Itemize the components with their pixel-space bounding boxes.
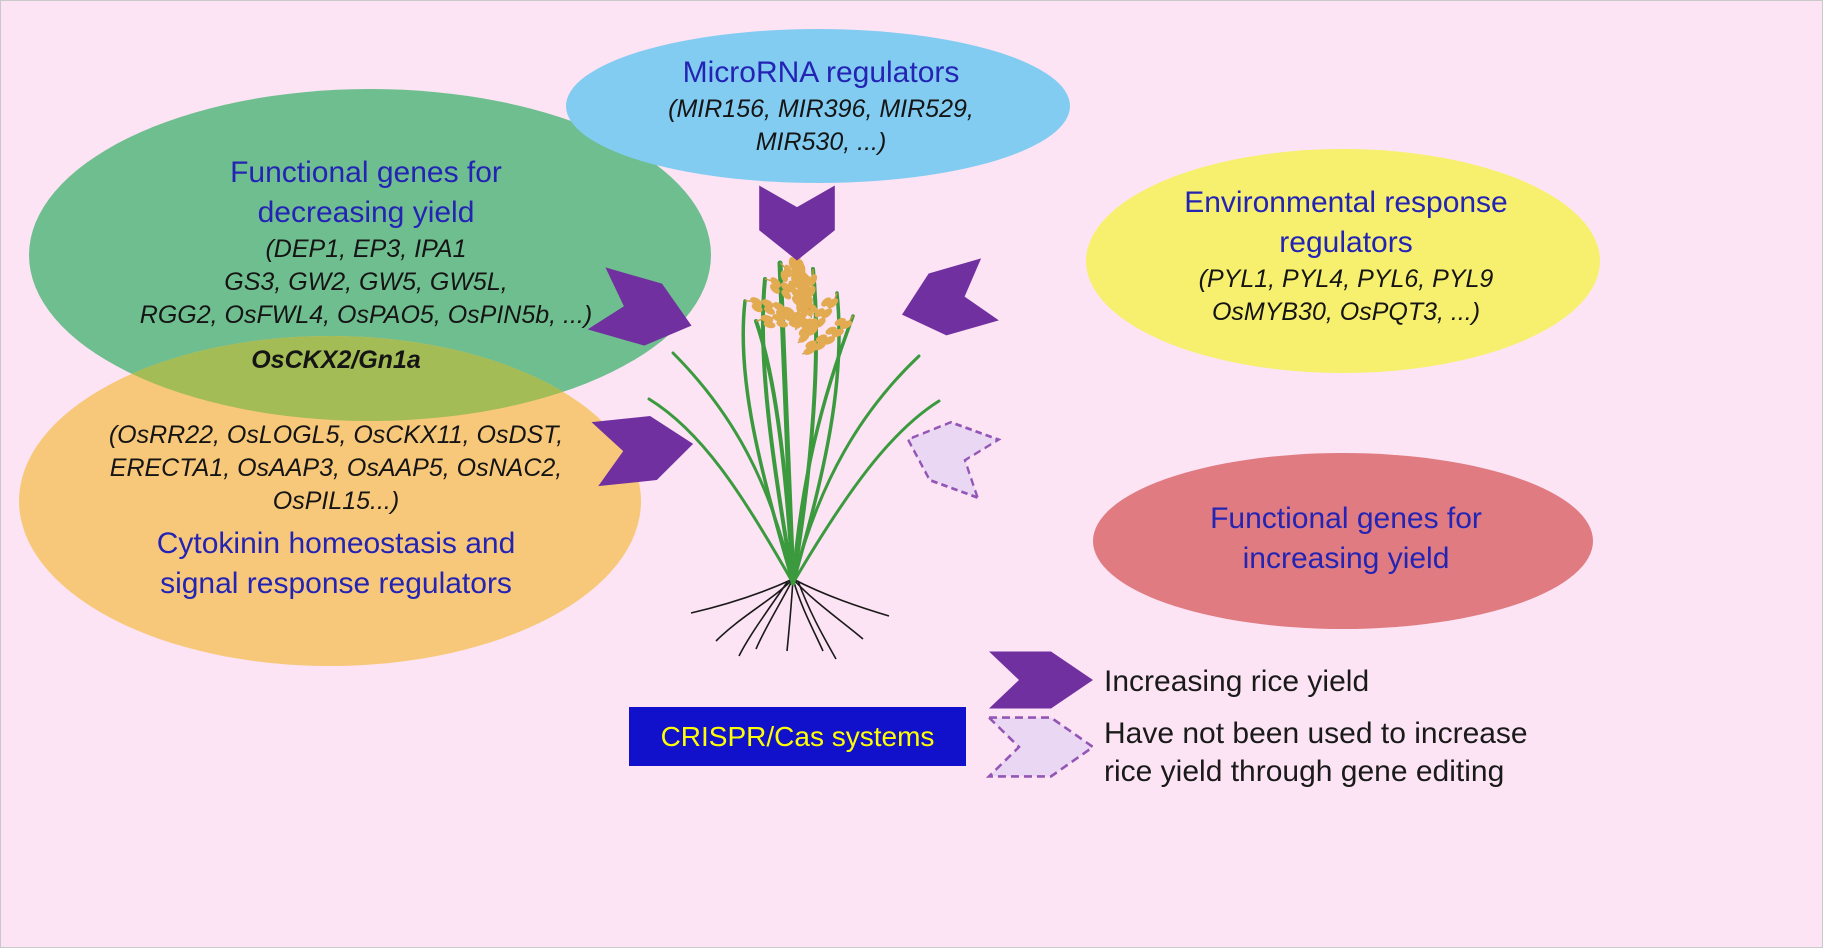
- legend-dashed-arrow-icon: [987, 716, 1095, 778]
- bubble-environmental-text: Environmental response regulators (PYL1,…: [1096, 183, 1596, 329]
- bubble-microrna-text: MicroRNA regulators (MIR156, MIR396, MIR…: [591, 53, 1051, 159]
- crispr-cas-systems-box: CRISPR/Cas systems: [629, 707, 966, 766]
- legend-dashed-text: Have not been used to increase: [1104, 717, 1528, 750]
- microrna-title: MicroRNA regulators: [682, 56, 960, 89]
- cytokinin-genes: OsPIL15...): [272, 487, 400, 515]
- arrow-increasing-dashed: [896, 409, 1000, 499]
- increasing-title: Functional genes for: [1210, 502, 1482, 535]
- microrna-genes: MIR530, ...): [755, 128, 887, 156]
- red-ellipse: [1093, 453, 1593, 629]
- bubble-cytokinin-text: (OsRR22, OsLOGL5, OsCKX11, OsDST, ERECTA…: [36, 419, 636, 604]
- cytokinin-genes: ERECTA1, OsAAP3, OsAAP5, OsNAC2,: [109, 454, 563, 482]
- crispr-label: CRISPR/Cas systems: [660, 720, 935, 752]
- bubble-decreasing-text: Functional genes for decreasing yield (D…: [41, 153, 691, 332]
- microrna-genes: (MIR156, MIR396, MIR529,: [668, 95, 974, 123]
- environmental-genes: (PYL1, PYL4, PYL6, PYL9: [1198, 265, 1494, 293]
- yellow-ellipse: [1086, 149, 1600, 373]
- increasing-title: increasing yield: [1242, 542, 1450, 575]
- decreasing-title: Functional genes for: [230, 156, 502, 189]
- decreasing-genes: (DEP1, EP3, IPA1: [265, 235, 467, 263]
- cytokinin-genes: (OsRR22, OsLOGL5, OsCKX11, OsDST,: [108, 421, 564, 449]
- legend-solid-arrow-icon: [989, 651, 1093, 709]
- environmental-genes: OsMYB30, OsPQT3, ...): [1211, 298, 1481, 326]
- environmental-title: Environmental response: [1184, 186, 1508, 219]
- bubble-increasing-text: Functional genes for increasing yield: [1106, 499, 1586, 579]
- blue-ellipse: [566, 29, 1070, 183]
- cytokinin-title: signal response regulators: [160, 567, 512, 600]
- cytokinin-title: Cytokinin homeostasis and: [156, 527, 516, 560]
- green-ellipse: [29, 89, 711, 421]
- arrow-microrna-to-plant: [759, 185, 835, 261]
- rice-plant-illustration: [647, 246, 941, 660]
- arrow-environmental-to-plant: [893, 258, 999, 346]
- decreasing-title: decreasing yield: [257, 196, 475, 229]
- legend-solid-text: Increasing rice yield: [1104, 665, 1370, 698]
- overlap-gene: OsCKX2/Gn1a: [251, 346, 421, 374]
- decreasing-genes: GS3, GW2, GW5, GW5L,: [224, 268, 508, 296]
- overlap-label: OsCKX2/Gn1a: [116, 346, 556, 375]
- orange-ellipse: [19, 336, 641, 666]
- legend-dashed-label: Have not been used to increase rice yiel…: [1104, 715, 1528, 791]
- decreasing-genes: RGG2, OsFWL4, OsPAO5, OsPIN5b, ...): [139, 301, 593, 329]
- legend-dashed-text: rice yield through gene editing: [1104, 755, 1505, 788]
- environmental-title: regulators: [1279, 226, 1413, 259]
- legend-solid-label: Increasing rice yield: [1104, 663, 1369, 701]
